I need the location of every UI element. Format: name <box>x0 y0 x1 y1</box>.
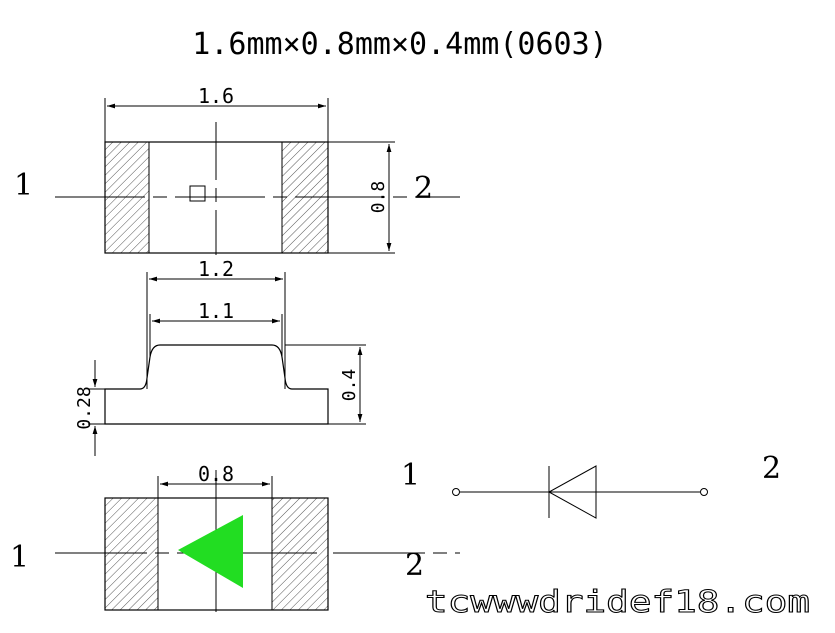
bottom-view-pin-1: 1 <box>10 540 29 575</box>
top-view: 1.6 0.8 1 2 <box>14 84 460 255</box>
dim-pad-height: 0.28 <box>74 386 95 429</box>
watermark: tcwwwdridef18.com <box>425 585 810 620</box>
side-view-outline <box>104 344 329 425</box>
dim-width: 0.8 <box>368 181 389 214</box>
schematic-pin-2: 2 <box>762 451 781 486</box>
bottom-view-left-pad <box>104 497 159 611</box>
dim-pad-gap: 0.8 <box>198 462 234 486</box>
diode-icon <box>547 465 597 519</box>
dim-inner-width: 1.1 <box>198 299 234 323</box>
top-view-pin-1: 1 <box>14 168 33 203</box>
dim-total-height: 0.4 <box>339 369 360 402</box>
bottom-view-pin-2: 2 <box>405 548 424 583</box>
schematic-symbol: 1 2 <box>401 451 781 519</box>
top-view-center-mark <box>189 185 206 202</box>
bottom-view-right-pad <box>271 497 329 611</box>
side-view: 1.2 1.1 0.28 0.4 <box>74 257 366 456</box>
drawing-title: 1.6mm×0.8mm×0.4mm(0603) <box>192 27 607 62</box>
dim-length: 1.6 <box>198 84 234 108</box>
schematic-pin-1: 1 <box>401 458 420 493</box>
bottom-view: 0.8 1 2 <box>10 462 460 612</box>
polarity-triangle-icon <box>178 515 243 588</box>
top-view-pin-2: 2 <box>414 171 433 206</box>
dim-top-width: 1.2 <box>198 257 234 281</box>
